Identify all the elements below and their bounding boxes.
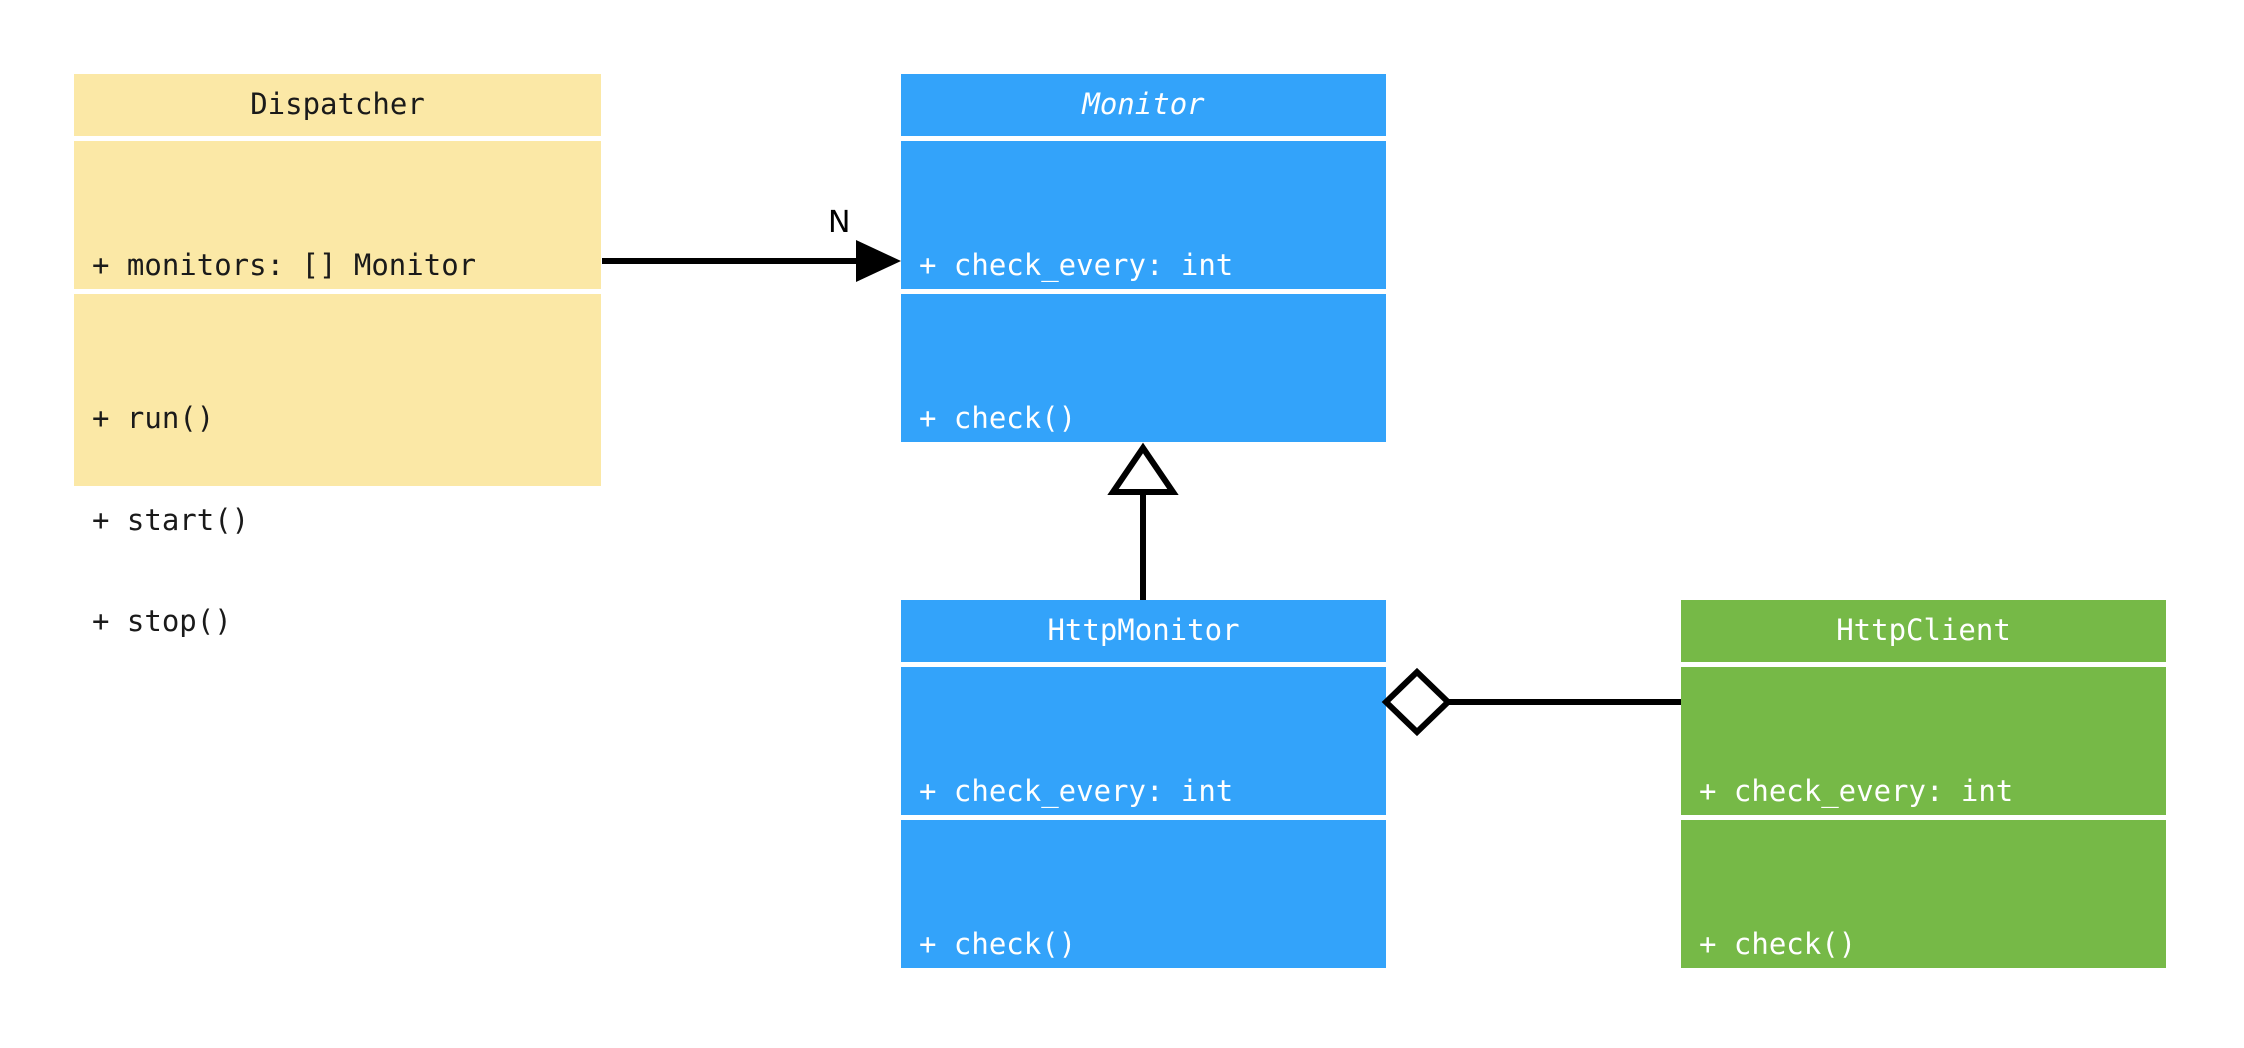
filled-triangle-arrowhead	[856, 240, 901, 282]
class-methods-http-monitor: + check()	[901, 820, 1386, 968]
attribute-row: + check_every: int	[919, 247, 1234, 282]
class-title-monitor: Monitor	[901, 74, 1386, 136]
class-attributes-http-monitor: + check_every: int	[901, 667, 1386, 815]
class-title-http-monitor: HttpMonitor	[901, 600, 1386, 662]
class-title-dispatcher: Dispatcher	[74, 74, 601, 136]
class-attributes-dispatcher: + monitors: [] Monitor	[74, 141, 601, 289]
class-box-dispatcher[interactable]: Dispatcher + monitors: [] Monitor + run(…	[74, 74, 601, 638]
method-row: + run()	[92, 400, 215, 435]
attribute-row: + check_every: int	[1699, 773, 2014, 808]
method-row: + stop()	[92, 604, 232, 639]
hollow-diamond-arrowhead	[1381, 667, 1453, 737]
multiplicity-label-n: N	[828, 205, 851, 240]
relationship-dispatcher-to-monitor	[602, 240, 901, 282]
class-methods-http-client: + check()	[1681, 820, 2166, 968]
class-attributes-monitor: + check_every: int	[901, 141, 1386, 289]
attribute-row: + monitors: [] Monitor	[92, 247, 477, 282]
attribute-row: + check_every: int	[919, 773, 1234, 808]
class-title-http-client: HttpClient	[1681, 600, 2166, 662]
class-box-monitor[interactable]: Monitor + check_every: int + check()	[901, 74, 1386, 442]
class-box-http-client[interactable]: HttpClient + check_every: int + check()	[1681, 600, 2166, 968]
class-methods-dispatcher: + run() + start() + stop()	[74, 294, 601, 638]
method-row: + check()	[919, 400, 1077, 435]
class-box-http-monitor[interactable]: HttpMonitor + check_every: int + check()	[901, 600, 1386, 968]
relationship-http-monitor-to-http-client	[1381, 667, 1681, 737]
class-methods-monitor: + check()	[901, 294, 1386, 442]
class-attributes-http-client: + check_every: int	[1681, 667, 2166, 815]
method-row: + check()	[1699, 926, 1857, 961]
method-row: + start()	[92, 502, 250, 537]
method-row: + check()	[919, 926, 1077, 961]
